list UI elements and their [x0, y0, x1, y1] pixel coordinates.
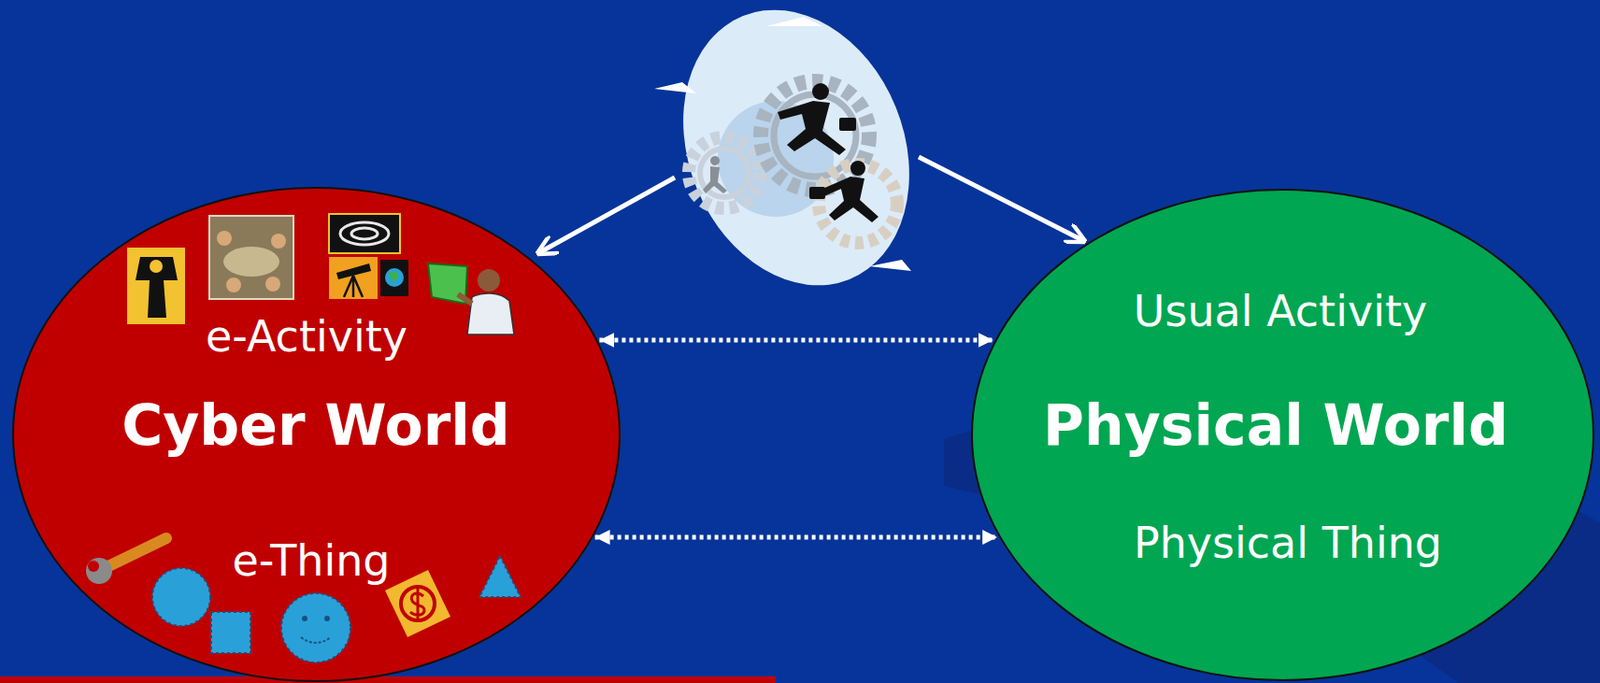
- ellipse-fill: [13, 187, 620, 682]
- bottom-strip: [0, 676, 776, 683]
- wrench-icon: [85, 538, 167, 585]
- world-title: Physical World: [1042, 394, 1509, 457]
- presenter-icon: [428, 263, 515, 335]
- telescope-icon: [328, 257, 378, 300]
- circle-shape: [152, 568, 211, 627]
- activity-label: e-Activity: [205, 313, 408, 361]
- triangle-shape: [479, 556, 521, 598]
- smiley-shape: [281, 593, 351, 663]
- gear: [818, 164, 898, 243]
- gear: [760, 81, 870, 190]
- illustration-oval: [642, 0, 949, 320]
- world-ellipse: Usual ActivityPhysical WorldPhysical Thi…: [971, 188, 1595, 682]
- ellipse-fill: [971, 189, 1594, 681]
- gear: [700, 148, 749, 198]
- world-ellipse: e-ActivityCyber World e-Thing: [12, 186, 621, 683]
- business-illustration: [642, 0, 949, 320]
- activity-label: Usual Activity: [1133, 287, 1428, 336]
- thing-label: Physical Thing: [1133, 519, 1443, 568]
- cloud-streak: [654, 16, 912, 272]
- gear: [688, 137, 760, 209]
- dotted-connector: [595, 535, 999, 541]
- globe-icon: [380, 259, 409, 297]
- robot-icon: [127, 247, 186, 325]
- thing-label: e-Thing: [231, 537, 390, 586]
- square-shape: [211, 612, 251, 654]
- meeting-photo: [209, 215, 294, 300]
- running-businessman: [809, 160, 879, 223]
- globe: [717, 100, 834, 217]
- world-title: Cyber World: [121, 394, 511, 457]
- gear: [773, 94, 857, 177]
- small-figure: [702, 156, 728, 194]
- pointer-arrow: [538, 177, 675, 254]
- running-businessman: [777, 83, 857, 156]
- galaxy-icon: [328, 214, 400, 254]
- pointer-arrow: [918, 157, 1085, 242]
- dotted-connector: [599, 338, 993, 343]
- money-tag: [385, 570, 451, 638]
